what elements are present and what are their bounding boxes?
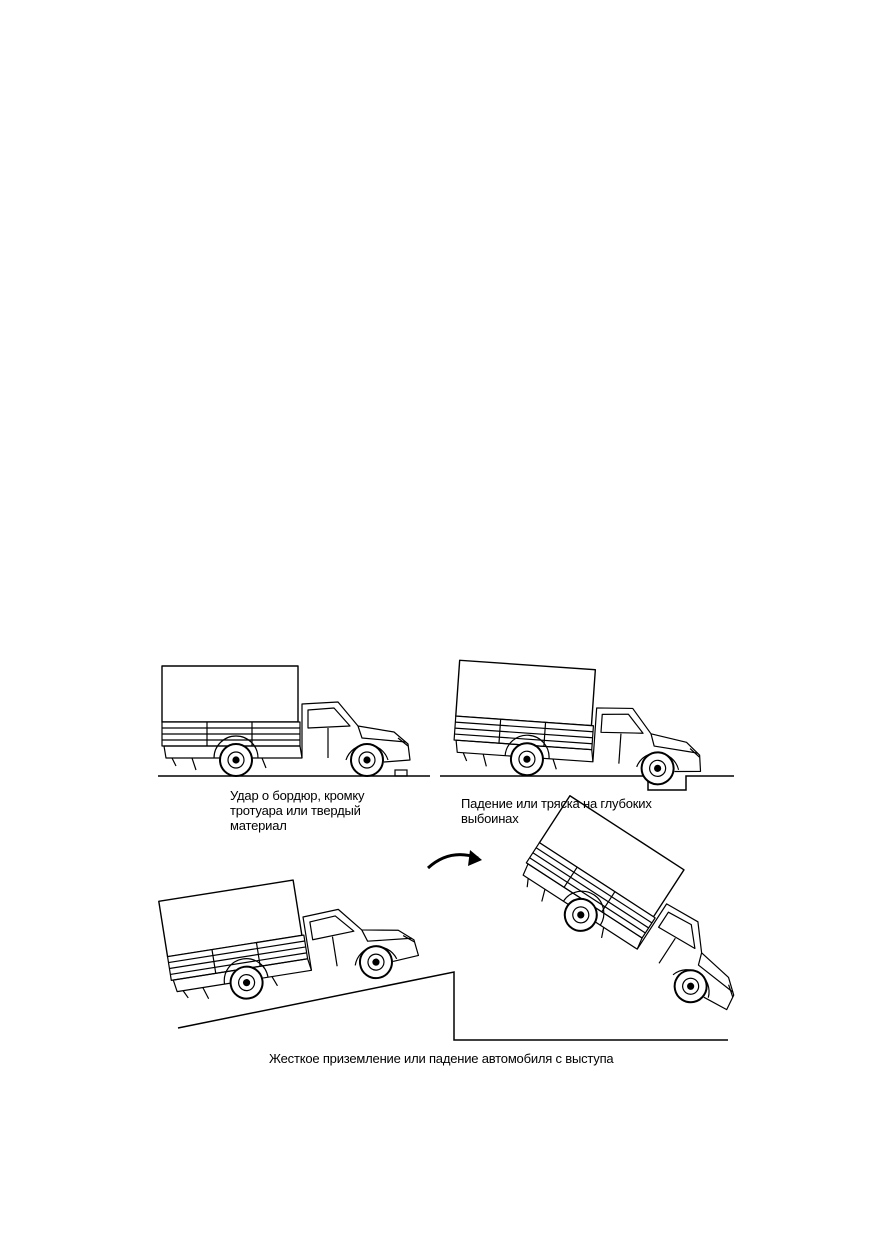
truck-illustration bbox=[509, 794, 779, 1025]
ledge-icon bbox=[177, 971, 728, 1041]
caption-curb-impact: Удар о бордюр, кромку тротуара или тверд… bbox=[230, 788, 365, 833]
scene-ramp bbox=[157, 861, 728, 1041]
scene-falling bbox=[509, 794, 779, 1025]
scene-curb-impact bbox=[158, 665, 430, 777]
caption-pothole-drop: Падение или тряска на глубоких выбоинах bbox=[461, 796, 652, 826]
truck-illustration bbox=[451, 659, 709, 789]
caption-hard-landing: Жесткое приземление или падение автомоби… bbox=[269, 1051, 614, 1066]
curb-icon bbox=[394, 769, 408, 777]
truck-illustration bbox=[161, 665, 411, 777]
scene-pothole bbox=[440, 659, 734, 791]
pothole-icon bbox=[440, 775, 734, 791]
truck-illustration bbox=[157, 861, 422, 1011]
